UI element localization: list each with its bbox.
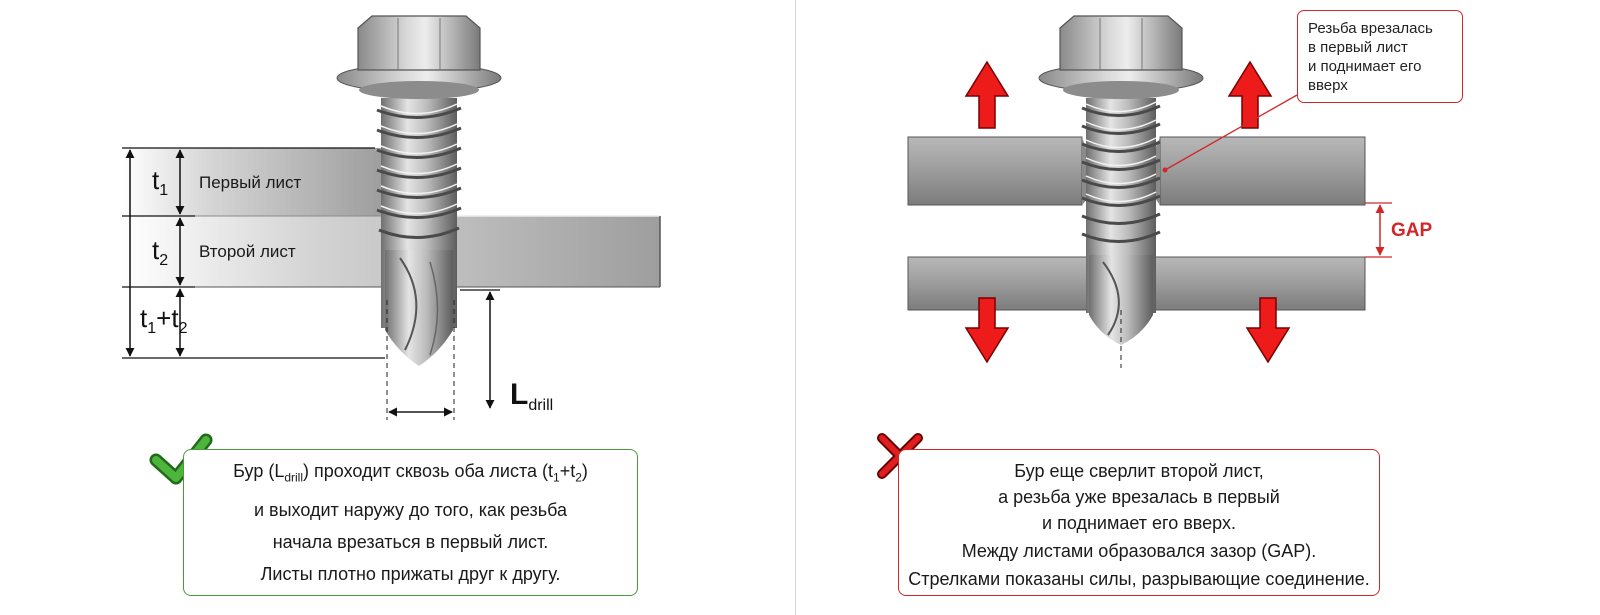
callout-line-2: в первый лист (1308, 39, 1408, 56)
caption-right-line-1: Бур еще сверлит второй лист, (1014, 461, 1264, 481)
label-second-sheet: Второй лист (199, 242, 296, 261)
top-sheet-lifted (907, 136, 1083, 206)
force-arrow-down-left (964, 297, 1010, 364)
gap-label: GAP (1391, 220, 1433, 241)
label-t1: t1 (152, 165, 168, 199)
force-arrow-down-right (1245, 297, 1291, 364)
caption-right-line-5: Стрелками показаны силы, разрывающие сое… (908, 569, 1370, 589)
first-sheet (122, 148, 382, 216)
caption-left-line-1: Бур (Ldrill) проходит сквозь оба листа (… (233, 461, 588, 485)
caption-left-line-3: начала врезаться в первый лист. (272, 531, 549, 552)
panel-divider (795, 0, 796, 615)
callout-line-4: вверх (1308, 77, 1348, 94)
label-t2: t2 (152, 235, 168, 269)
caption-left-line-2: и выходит наружу до того, как резьба (253, 499, 568, 520)
label-t1-plus-t2: t1+t2 (140, 303, 188, 337)
callout-line-3: и поднимает его (1308, 58, 1422, 75)
bottom-sheet (907, 256, 1089, 311)
force-arrow-up-left (964, 60, 1010, 129)
caption-right-line-2: а резьба уже врезалась в первый (998, 487, 1280, 507)
label-first-sheet: Первый лист (199, 173, 302, 192)
callout-line-1: Резьба врезалась (1308, 20, 1433, 37)
caption-left-line-4: Листы плотно прижаты друг к другу. (260, 563, 561, 584)
correct-caption-box: Бур (Ldrill) проходит сквозь оба листа (… (183, 449, 638, 596)
force-arrow-up-right (1227, 60, 1273, 129)
left-panel: t1 t2 t1+t2 Первый лист Второй лист Ldri… (122, 15, 661, 485)
screw-right (1038, 15, 1204, 345)
caption-right-line-4: Между листами образовался зазор (GAP). (961, 541, 1317, 561)
incorrect-caption-box: Бур еще сверлит второй лист, а резьба уж… (898, 449, 1380, 596)
screw-left (336, 15, 502, 366)
thread-callout: Резьба врезалась в первый лист и поднима… (1297, 10, 1463, 103)
right-panel: GAP (877, 15, 1433, 479)
label-ldrill: Ldrill (510, 378, 553, 414)
caption-right-line-3: и поднимает его вверх. (1042, 513, 1236, 533)
